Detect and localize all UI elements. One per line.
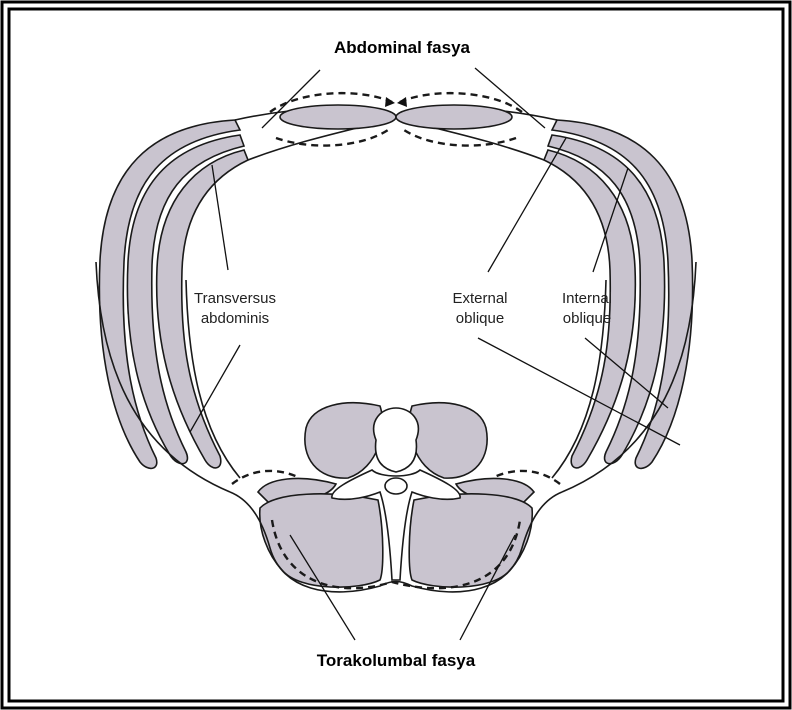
label-external-line2: oblique <box>456 310 504 327</box>
leader-external-oblique-upper <box>488 138 566 272</box>
label-internal-line2: oblique <box>563 310 611 327</box>
right-rectus-abdominis <box>396 105 512 129</box>
right-psoas-muscle <box>409 403 487 478</box>
left-rectus-abdominis <box>280 105 396 129</box>
label-torakolumbal-fasya: Torakolumbal fasya <box>317 651 476 670</box>
label-abdominal-fasya: Abdominal fasya <box>334 38 471 57</box>
label-transversus-line2: abdominis <box>201 310 269 327</box>
label-external-line1: External <box>452 290 507 307</box>
spine-and-back-muscles <box>230 403 562 592</box>
spinal-canal <box>385 478 407 494</box>
right-erector-spinae <box>409 494 532 587</box>
vertebral-body <box>374 408 419 472</box>
label-transversus-line1: Transversus <box>194 290 276 307</box>
leader-transversus-upper <box>212 165 228 270</box>
posterior-force-arrow-right <box>404 130 516 146</box>
arrowhead-anterior-right <box>397 97 407 107</box>
rectus-sheath <box>235 93 557 160</box>
label-internal-line1: Internal <box>562 290 612 307</box>
posterior-force-arrow-left <box>276 130 388 146</box>
arrowhead-anterior-left <box>385 97 395 107</box>
left-erector-spinae <box>260 494 383 587</box>
left-psoas-muscle <box>305 403 383 478</box>
